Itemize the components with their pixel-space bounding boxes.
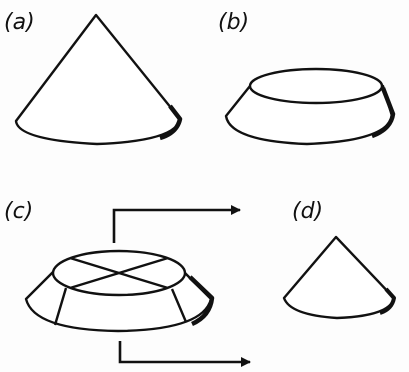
arrow-lower (118, 341, 251, 367)
cone-d (282, 235, 396, 320)
label-c: (c) (4, 199, 34, 224)
arrow-upper (112, 205, 241, 243)
cone-a (14, 13, 183, 146)
frustum-b (224, 67, 396, 146)
label-a: (a) (4, 10, 35, 35)
label-b: (b) (218, 10, 250, 35)
frustum-c (24, 249, 215, 333)
label-d: (d) (292, 199, 324, 224)
